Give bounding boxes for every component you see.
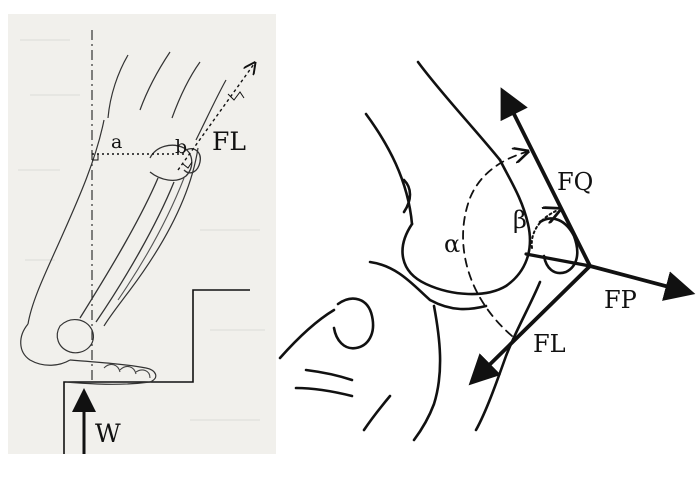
- fl-force-vector-right: [468, 264, 592, 386]
- fibula: [117, 177, 185, 301]
- label-fp: FP: [604, 286, 637, 314]
- fl-break-mark: [227, 91, 245, 101]
- label-a: a: [111, 131, 122, 153]
- tibial-plateau: [368, 260, 488, 311]
- lower-contour: [278, 308, 392, 432]
- label-fl-left: FL: [212, 127, 246, 156]
- femur-condyle-contour: [401, 158, 532, 296]
- femur-shaft-outer: [364, 112, 414, 226]
- thigh-back-outline: [139, 51, 171, 111]
- fp-inner-segment: [524, 252, 592, 268]
- femur-condyle: [149, 144, 193, 182]
- fl-force-line: [177, 64, 254, 171]
- thigh-front-outline: [195, 79, 227, 141]
- tibia: [79, 177, 175, 323]
- right-angle-marker-a: [92, 154, 99, 161]
- beta-angle-arc: [530, 210, 558, 249]
- toes: [103, 363, 151, 379]
- fibula-head: [332, 297, 375, 350]
- heel: [20, 323, 71, 366]
- ankle-bones: [56, 319, 94, 354]
- alpha-angle-arc: [462, 152, 526, 337]
- paper-texture: [18, 39, 265, 421]
- label-fl-right: FL: [533, 330, 566, 358]
- label-beta: β: [513, 206, 527, 234]
- label-alpha: α: [444, 230, 460, 258]
- leg-back-contour: [27, 119, 105, 325]
- right-angle-marker-b: [182, 161, 193, 169]
- leg-front-contour: [103, 147, 199, 327]
- scanned-paper-background: [8, 14, 276, 454]
- label-w: W: [95, 419, 121, 448]
- fp-force-vector: [588, 264, 696, 301]
- tibia-back: [412, 304, 442, 442]
- foot-outline: [65, 359, 157, 385]
- tibia-front: [474, 280, 542, 432]
- left-panel: a b FL W: [8, 14, 276, 454]
- fibula-shaft: [294, 368, 354, 398]
- thigh-outline: [107, 54, 129, 119]
- label-b: b: [175, 136, 187, 158]
- fq-force-vector: [500, 87, 592, 268]
- stair-outline: [63, 289, 250, 454]
- label-fq: FQ: [557, 168, 593, 196]
- thigh-inner-outline: [171, 61, 201, 119]
- femur-shaft-back: [416, 60, 502, 162]
- femur-notch: [402, 178, 412, 214]
- right-panel: [278, 60, 696, 442]
